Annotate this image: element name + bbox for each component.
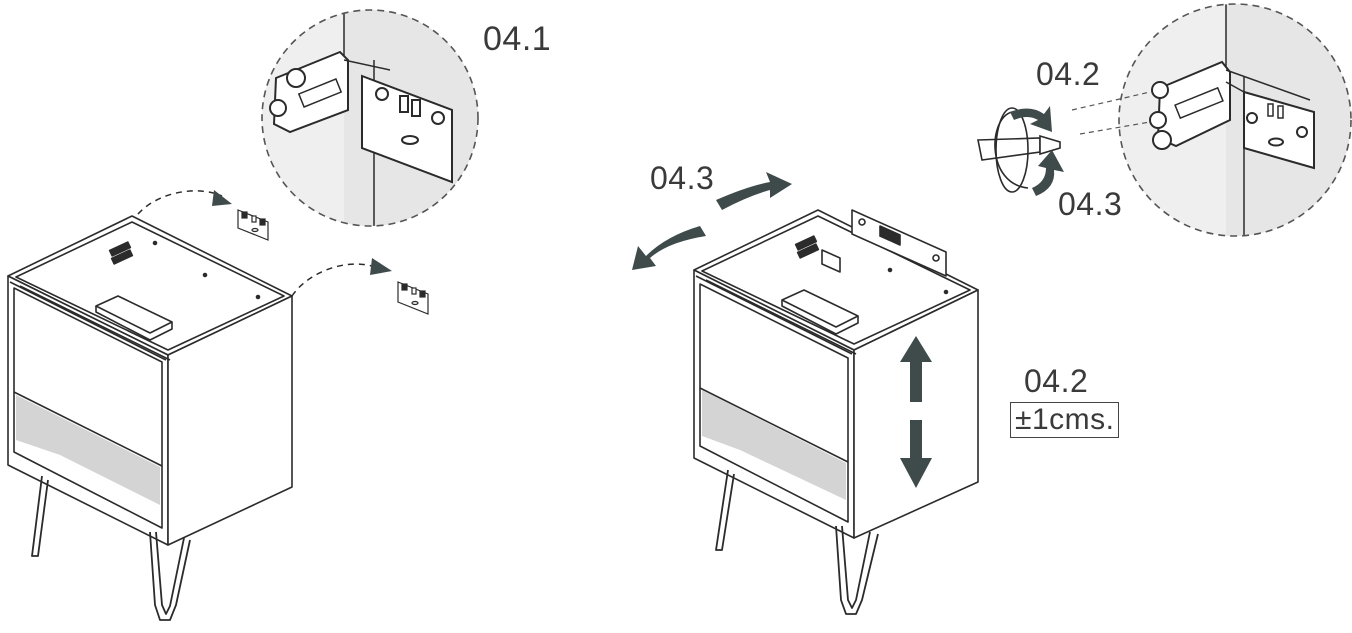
adjust-range-label: ±1cms. bbox=[1010, 402, 1120, 438]
left-cabinet bbox=[7, 215, 293, 621]
detail-circle-042-043 bbox=[1118, 3, 1352, 237]
arrowhead-1 bbox=[212, 190, 232, 206]
step-label-041: 04.1 bbox=[483, 20, 552, 58]
rotation-arrows bbox=[632, 172, 792, 270]
step-label-042-right: 04.2 bbox=[1024, 363, 1089, 399]
right-shelf-shadow bbox=[702, 390, 846, 500]
height-adjust-arrow bbox=[900, 336, 932, 488]
wall-hanger-plate-2 bbox=[397, 281, 429, 315]
left-cabinet-side-face bbox=[167, 295, 293, 546]
leader-lines bbox=[1071, 91, 1151, 135]
detail-circle-041 bbox=[261, 9, 479, 227]
arrowhead-2 bbox=[370, 258, 392, 275]
step-label-043-top: 04.3 bbox=[1058, 186, 1123, 222]
right-cabinet bbox=[693, 209, 979, 615]
screw-turn-arrows bbox=[1010, 106, 1064, 196]
step-label-042-top: 04.2 bbox=[1036, 56, 1101, 92]
screwdriver-icon bbox=[977, 107, 1061, 193]
right-cabinet-legs bbox=[715, 469, 879, 615]
left-hanger-arrows bbox=[137, 190, 373, 297]
left-shelf-shadow bbox=[16, 395, 160, 505]
wall-hanger-plate-1 bbox=[237, 209, 269, 241]
right-cabinet-hanger bbox=[794, 235, 820, 259]
right-cabinet-side-face bbox=[853, 289, 979, 539]
step-label-043-left: 04.3 bbox=[650, 160, 715, 196]
left-cabinet-hanger bbox=[108, 241, 134, 265]
left-cabinet-legs bbox=[31, 475, 191, 621]
